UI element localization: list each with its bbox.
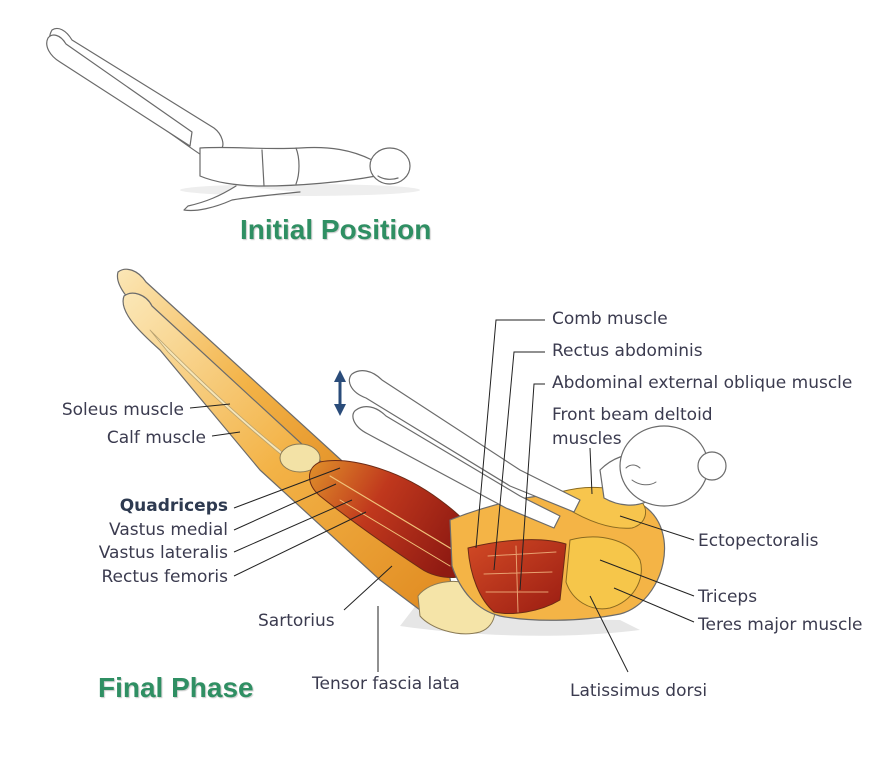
leader-vastus-medial [233, 483, 337, 531]
label-rectus-femoris: Rectus femoris [101, 567, 228, 587]
leader-triceps [599, 559, 695, 597]
leader-soleus [189, 403, 231, 409]
leader-latissimus [589, 595, 629, 673]
label-soleus: Soleus muscle [61, 400, 184, 420]
final-phase-figure [116, 268, 727, 636]
label-front-deltoid-line2: muscles [552, 429, 622, 449]
final-phase-title: Final Phase [98, 672, 254, 703]
leader-external-oblique [519, 383, 545, 591]
leader-ectopectoralis [619, 515, 695, 541]
label-quadriceps: Quadriceps [119, 496, 228, 516]
label-calf: Calf muscle [106, 428, 206, 448]
leader-quadriceps [233, 467, 341, 509]
leader-comb-muscle [475, 319, 545, 549]
leader-sartorius [343, 565, 393, 611]
label-comb-muscle: Comb muscle [552, 309, 668, 329]
leader-front-deltoid [589, 447, 593, 495]
label-external-oblique: Abdominal external oblique muscle [552, 373, 853, 393]
label-vastus-lateralis: Vastus lateralis [98, 543, 228, 563]
initial-position-figure [46, 27, 420, 212]
leader-vastus-lateralis [233, 499, 353, 553]
initial-position-title: Initial Position [240, 214, 432, 245]
label-ectopectoralis: Ectopectoralis [698, 531, 819, 551]
label-sartorius: Sartorius [258, 611, 335, 631]
leader-rectus-femoris [233, 511, 367, 577]
label-tensor-fascia: Tensor fascia lata [312, 674, 460, 694]
leader-rectus-abdominis [493, 351, 545, 571]
label-triceps: Triceps [698, 587, 758, 607]
up-down-arrow-icon [334, 370, 346, 416]
label-teres-major: Teres major muscle [698, 615, 863, 635]
label-front-deltoid-line1: Front beam deltoid [552, 405, 713, 425]
leader-lines [189, 319, 695, 673]
label-rectus-abdominis: Rectus abdominis [552, 341, 703, 361]
label-latissimus: Latissimus dorsi [570, 681, 708, 701]
leader-teres-major [613, 587, 695, 623]
label-vastus-medial: Vastus medial [109, 520, 228, 540]
leader-calf [211, 431, 241, 437]
